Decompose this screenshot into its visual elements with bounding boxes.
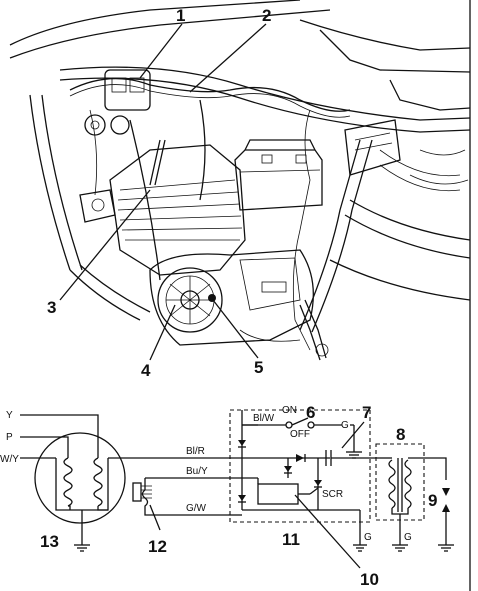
callout-4: 4 [141, 361, 151, 380]
ignition-switch [241, 410, 362, 459]
callout-9: 9 [428, 491, 437, 510]
wire-label-y: Y [6, 410, 13, 421]
callout-3: 3 [47, 298, 56, 317]
wire-label-g-w: G/W [186, 503, 207, 514]
callout-1: 1 [176, 6, 185, 25]
wire-label-g-module: G [364, 532, 372, 543]
callout-10: 10 [360, 570, 379, 589]
wire-label-bu-y: Bu/Y [186, 466, 208, 477]
wire-label-g-switch: G [341, 420, 349, 431]
callout-11: 11 [282, 530, 300, 549]
spark-plug-gap [438, 488, 454, 552]
wire-label-w-y: W/Y [0, 454, 19, 465]
callout-13: 13 [40, 532, 59, 551]
wire-label-bl-r: Bl/R [186, 446, 205, 457]
wire-label-g-coil: G [404, 532, 412, 543]
callout-12: 12 [148, 537, 167, 556]
callout-7: 7 [362, 403, 371, 422]
cdi-unit [228, 409, 380, 569]
wire-label-bl-w: Bl/W [253, 413, 275, 424]
engine-illustration [9, 0, 471, 591]
callout-8: 8 [396, 425, 405, 444]
top-leader-lines [59, 23, 267, 361]
wire-label-p: P [6, 432, 13, 443]
callout-5: 5 [254, 358, 263, 377]
exciter-coil [20, 414, 126, 552]
switch-off-label: OFF [290, 429, 310, 440]
switch-on-label: ON [282, 405, 297, 416]
pulser-coil [132, 477, 228, 531]
callout-2: 2 [262, 6, 271, 25]
callout-6: 6 [306, 403, 315, 422]
scr-label: SCR [322, 489, 343, 500]
ignition-coil [375, 443, 447, 552]
